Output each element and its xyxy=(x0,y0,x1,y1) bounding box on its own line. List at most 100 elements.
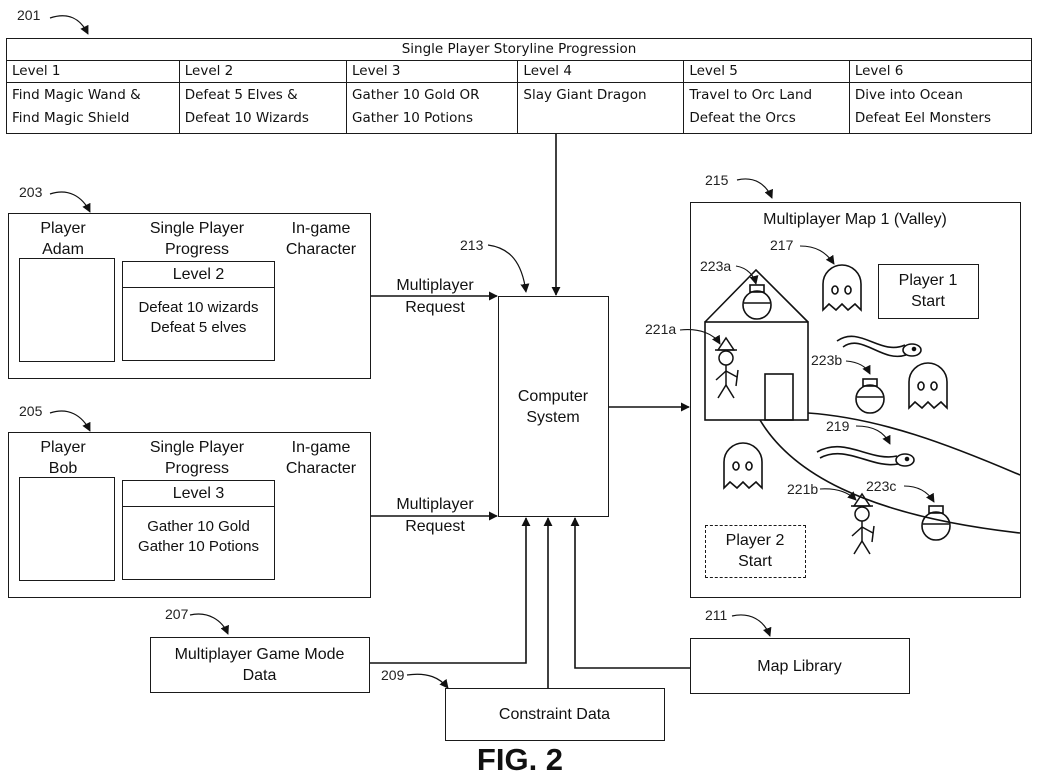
request-label-line1: Multiplayer xyxy=(396,277,474,294)
arrow-gamemode-to-computer xyxy=(369,517,531,664)
leader-201 xyxy=(49,15,89,35)
ref-221a: 221a xyxy=(645,321,677,337)
player2-start-box: Player 2 Start xyxy=(705,525,806,578)
player1-start-box: Player 1 Start xyxy=(878,264,979,319)
player-name-line2: Bob xyxy=(48,460,78,477)
ref-209: 209 xyxy=(381,667,405,683)
game-mode-data-box: Multiplayer Game Mode Data xyxy=(150,637,370,693)
goal-line: Defeat 10 Wizards xyxy=(184,110,309,126)
goal-line: Gather 10 Gold OR xyxy=(351,87,480,103)
leader-215 xyxy=(736,178,773,199)
map-title: Multiplayer Map 1 (Valley) xyxy=(763,211,947,228)
character-heading-line2: Character xyxy=(285,460,357,477)
leader-221b xyxy=(819,488,857,501)
storyline-level-name: Level 1 xyxy=(6,60,180,83)
leader-223a xyxy=(735,265,759,285)
player-name-line1: Player xyxy=(40,439,86,456)
player-adam-panel: Player Adam Single Player Progress In-ga… xyxy=(8,213,371,379)
leader-211 xyxy=(731,614,772,637)
computer-system-box: Computer System xyxy=(498,296,609,517)
player-progress-box: Level 2 Defeat 10 wizards Defeat 5 elves xyxy=(122,261,275,361)
storyline-level-goals: Find Magic Wand & Find Magic Shield xyxy=(6,82,180,134)
map-library-label: Map Library xyxy=(757,658,842,675)
leader-209 xyxy=(406,673,449,689)
eel-icon xyxy=(836,335,922,358)
computer-label-line1: Computer xyxy=(517,388,589,405)
ghost-icon xyxy=(908,362,948,410)
leader-223b xyxy=(845,360,871,375)
ref-217: 217 xyxy=(770,237,794,253)
ref-215: 215 xyxy=(705,172,729,188)
ref-203: 203 xyxy=(19,184,43,200)
storyline-level-name: Level 2 xyxy=(178,60,347,83)
ref-207: 207 xyxy=(165,606,189,622)
constraint-label: Constraint Data xyxy=(498,706,611,723)
eel-icon xyxy=(816,446,915,467)
ref-223c: 223c xyxy=(866,478,897,494)
leader-207 xyxy=(189,613,229,635)
progress-goal: Gather 10 Gold xyxy=(147,518,250,535)
player-photo xyxy=(19,258,115,362)
request-label-line2: Request xyxy=(405,518,465,535)
player-progress-box: Level 3 Gather 10 Gold Gather 10 Potions xyxy=(122,480,275,580)
goal-line: Travel to Orc Land xyxy=(689,87,813,103)
goal-line: Defeat Eel Monsters xyxy=(854,110,992,126)
player-photo xyxy=(19,477,115,581)
leader-213 xyxy=(487,244,530,293)
game-mode-label-line1: Multiplayer Game Mode xyxy=(174,646,345,663)
goal-line: Gather 10 Potions xyxy=(351,110,473,126)
leader-219 xyxy=(855,425,891,445)
ref-223a: 223a xyxy=(700,258,732,274)
goal-line: Defeat the Orcs xyxy=(689,110,796,126)
ghost-icon xyxy=(723,442,763,490)
ref-201: 201 xyxy=(17,7,41,23)
storyline-table: Single Player Storyline Progression Leve… xyxy=(6,38,1033,134)
player-name-line2: Adam xyxy=(42,241,84,258)
ref-221b: 221b xyxy=(787,481,819,497)
potion-icon xyxy=(742,284,772,320)
progress-goal: Defeat 5 elves xyxy=(150,319,247,336)
goal-line: Slay Giant Dragon xyxy=(523,87,647,103)
storyline-level-goals: Defeat 5 Elves & Defeat 10 Wizards xyxy=(178,82,347,134)
storyline-level-name: Level 3 xyxy=(345,60,519,83)
progress-level: Level 2 xyxy=(123,262,274,288)
storyline-level-name: Level 6 xyxy=(848,60,1033,83)
progress-goals: Defeat 10 wizards Defeat 5 elves xyxy=(123,298,274,338)
progress-heading-line1: Single Player xyxy=(149,220,245,237)
leader-223c xyxy=(903,485,935,503)
computer-label-line2: System xyxy=(526,409,580,426)
player2-start-line1: Player 2 xyxy=(725,532,785,549)
ref-223b: 223b xyxy=(811,352,843,368)
wizard-icon xyxy=(715,336,739,399)
ref-219: 219 xyxy=(826,418,850,434)
player2-start-line2: Start xyxy=(738,553,772,570)
storyline-level-goals: Dive into Ocean Defeat Eel Monsters xyxy=(848,82,1033,134)
wizard-icon xyxy=(851,492,875,555)
potion-icon xyxy=(921,505,951,541)
progress-goal: Defeat 10 wizards xyxy=(138,299,259,316)
ref-205: 205 xyxy=(19,403,43,419)
player1-start-line2: Start xyxy=(911,293,945,310)
road-path xyxy=(759,412,1021,534)
multiplayer-map-box: Multiplayer Map 1 (Valley) xyxy=(690,202,1021,598)
player-name-line1: Player xyxy=(40,220,86,237)
storyline-level-name: Level 4 xyxy=(517,60,685,83)
ref-213: 213 xyxy=(460,237,484,253)
constraint-data-box: Constraint Data xyxy=(445,688,665,741)
progress-heading-line2: Progress xyxy=(164,241,230,258)
progress-goal: Gather 10 Potions xyxy=(138,538,259,555)
goal-line: Find Magic Shield xyxy=(12,110,130,126)
storyline-title: Single Player Storyline Progression xyxy=(6,38,1032,61)
potion-icon xyxy=(855,378,885,414)
storyline-level-goals: Slay Giant Dragon xyxy=(517,82,685,134)
storyline-level-goals: Travel to Orc Land Defeat the Orcs xyxy=(683,82,850,134)
player-bob-panel: Player Bob Single Player Progress In-gam… xyxy=(8,432,371,598)
progress-goals: Gather 10 Gold Gather 10 Potions xyxy=(123,517,274,557)
character-heading-line1: In-game xyxy=(291,439,351,456)
progress-heading-line2: Progress xyxy=(164,460,230,477)
character-heading-line2: Character xyxy=(285,241,357,258)
map-library-box: Map Library xyxy=(690,638,910,694)
ghost-icon xyxy=(822,264,862,312)
character-heading-line1: In-game xyxy=(291,220,351,237)
